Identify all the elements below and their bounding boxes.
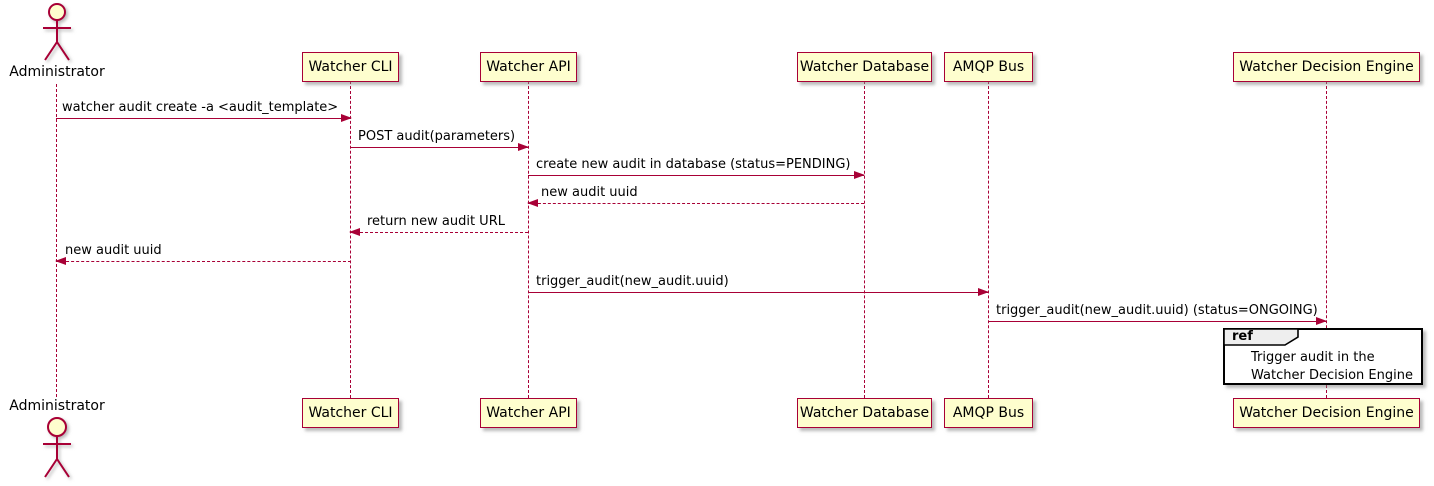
participant-box-watcher-cli-top: Watcher CLI (302, 52, 399, 82)
ref-tab-shape (1223, 328, 1299, 346)
arrowhead-right-icon (854, 171, 865, 179)
lifeline-watcher-api (528, 81, 529, 398)
ref-text-line: Trigger audit in the (1251, 350, 1375, 365)
message-line (350, 232, 528, 233)
arrowhead-left-icon (55, 257, 66, 265)
participant-box-watcher-database-top: Watcher Database (797, 52, 932, 82)
participant-box-watcher-decision-engine-bottom: Watcher Decision Engine (1233, 398, 1420, 428)
ref-text-line: Watcher Decision Engine (1251, 368, 1413, 383)
message-label: watcher audit create -a <audit_template> (62, 100, 339, 115)
message-line (528, 292, 988, 293)
message-label: trigger_audit(new_audit.uuid) (status=ON… (996, 303, 1318, 318)
actor-label-administrator-bottom: Administrator (9, 398, 105, 414)
arrowhead-right-icon (518, 143, 529, 151)
arrowhead-left-icon (527, 199, 538, 207)
participant-box-watcher-cli-bottom: Watcher CLI (302, 398, 399, 428)
actor-icon (43, 3, 71, 61)
actor-administrator-bottom: Administrator (9, 398, 105, 479)
participant-box-watcher-decision-engine-top: Watcher Decision Engine (1233, 52, 1420, 82)
ref-keyword: ref (1232, 329, 1253, 344)
message-label: trigger_audit(new_audit.uuid) (536, 274, 729, 289)
message-line (528, 175, 864, 176)
lifeline-amqp-bus (988, 81, 989, 398)
message-label: create new audit in database (status=PEN… (536, 157, 851, 172)
message-line (56, 261, 351, 262)
participant-box-amqp-bus-bottom: AMQP Bus (944, 398, 1033, 428)
message-label: new audit uuid (65, 243, 162, 258)
participant-box-amqp-bus-top: AMQP Bus (944, 52, 1033, 82)
ref-tab: ref (1223, 328, 1299, 346)
lifeline-watcher-decision-engine (1326, 81, 1327, 398)
message-line (350, 147, 528, 148)
actor-icon (43, 417, 71, 478)
actor-administrator-top: Administrator (9, 2, 105, 80)
participant-box-watcher-api-bottom: Watcher API (480, 398, 577, 428)
arrowhead-left-icon (349, 228, 360, 236)
ref-fragment: ref Trigger audit in the Watcher Decisio… (1223, 328, 1423, 385)
participant-box-watcher-api-top: Watcher API (480, 52, 577, 82)
lifeline-watcher-cli (350, 81, 351, 398)
arrowhead-right-icon (978, 288, 989, 296)
message-line (56, 118, 351, 119)
lifeline-watcher-database (864, 81, 865, 398)
arrowhead-right-icon (1316, 317, 1327, 325)
message-label: return new audit URL (367, 214, 505, 229)
arrowhead-right-icon (341, 114, 352, 122)
message-line (988, 321, 1326, 322)
ref-content: Trigger audit in the Watcher Decision En… (1251, 349, 1413, 385)
message-label: new audit uuid (541, 185, 638, 200)
lifeline-administrator (56, 84, 57, 397)
participant-box-watcher-database-bottom: Watcher Database (797, 398, 932, 428)
message-line (528, 203, 864, 204)
actor-label-administrator-top: Administrator (9, 64, 105, 80)
message-label: POST audit(parameters) (358, 129, 516, 144)
